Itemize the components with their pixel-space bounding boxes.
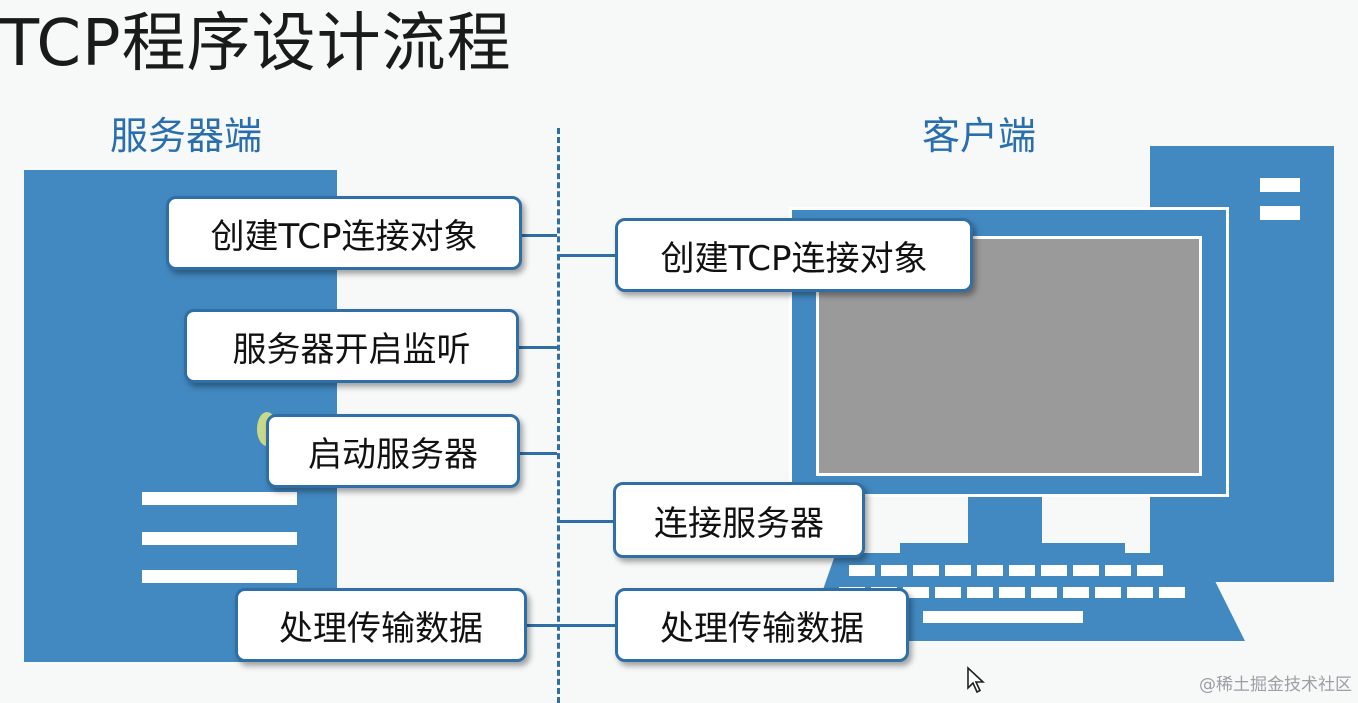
server-step-start: 启动服务器 <box>266 414 520 488</box>
server-step-process-data: 处理传输数据 <box>235 588 527 662</box>
keyboard-key <box>1095 587 1121 598</box>
keyboard-key <box>1127 587 1153 598</box>
keyboard-key <box>945 565 971 576</box>
connector-line <box>525 624 617 627</box>
connector-line <box>520 234 557 237</box>
tower-slot <box>1260 206 1300 220</box>
keyboard-key <box>1063 587 1089 598</box>
keyboard-spacebar <box>923 611 1083 623</box>
server-slot <box>142 532 297 545</box>
keyboard-key <box>903 587 929 598</box>
keyboard-key <box>881 565 907 576</box>
watermark: @稀土掘金技术社区 <box>1199 675 1352 695</box>
keyboard-key <box>935 587 961 598</box>
connector-line <box>557 254 617 257</box>
monitor-stand <box>900 543 1125 555</box>
keyboard-key <box>1031 587 1057 598</box>
client-step-connect-server: 连接服务器 <box>613 482 865 558</box>
keyboard-key <box>1041 565 1067 576</box>
divider-line <box>557 128 560 703</box>
server-step-listen: 服务器开启监听 <box>184 309 519 383</box>
keyboard-key <box>1159 587 1185 598</box>
connector-line <box>518 452 557 455</box>
connector-line <box>517 346 557 349</box>
tower-slot <box>1260 178 1300 192</box>
keyboard-key <box>977 565 1003 576</box>
page-title: TCP程序设计流程 <box>0 7 512 81</box>
server-side-label: 服务器端 <box>110 114 263 158</box>
server-slot <box>142 570 297 583</box>
keyboard-key <box>849 565 875 576</box>
keyboard-key <box>1009 565 1035 576</box>
monitor-neck <box>968 497 1042 547</box>
connector-line <box>557 520 615 523</box>
client-step-create-connection: 创建TCP连接对象 <box>615 218 973 292</box>
client-step-process-data: 处理传输数据 <box>615 588 909 662</box>
keyboard-key <box>999 587 1025 598</box>
server-step-create-connection: 创建TCP连接对象 <box>166 196 522 270</box>
keyboard-key <box>967 587 993 598</box>
keyboard-key <box>1105 565 1131 576</box>
client-side-label: 客户端 <box>922 114 1037 158</box>
mouse-cursor-icon <box>967 666 986 694</box>
server-slot <box>142 492 297 505</box>
keyboard-key <box>1137 565 1163 576</box>
keyboard-key <box>913 565 939 576</box>
keyboard-key <box>1073 565 1099 576</box>
